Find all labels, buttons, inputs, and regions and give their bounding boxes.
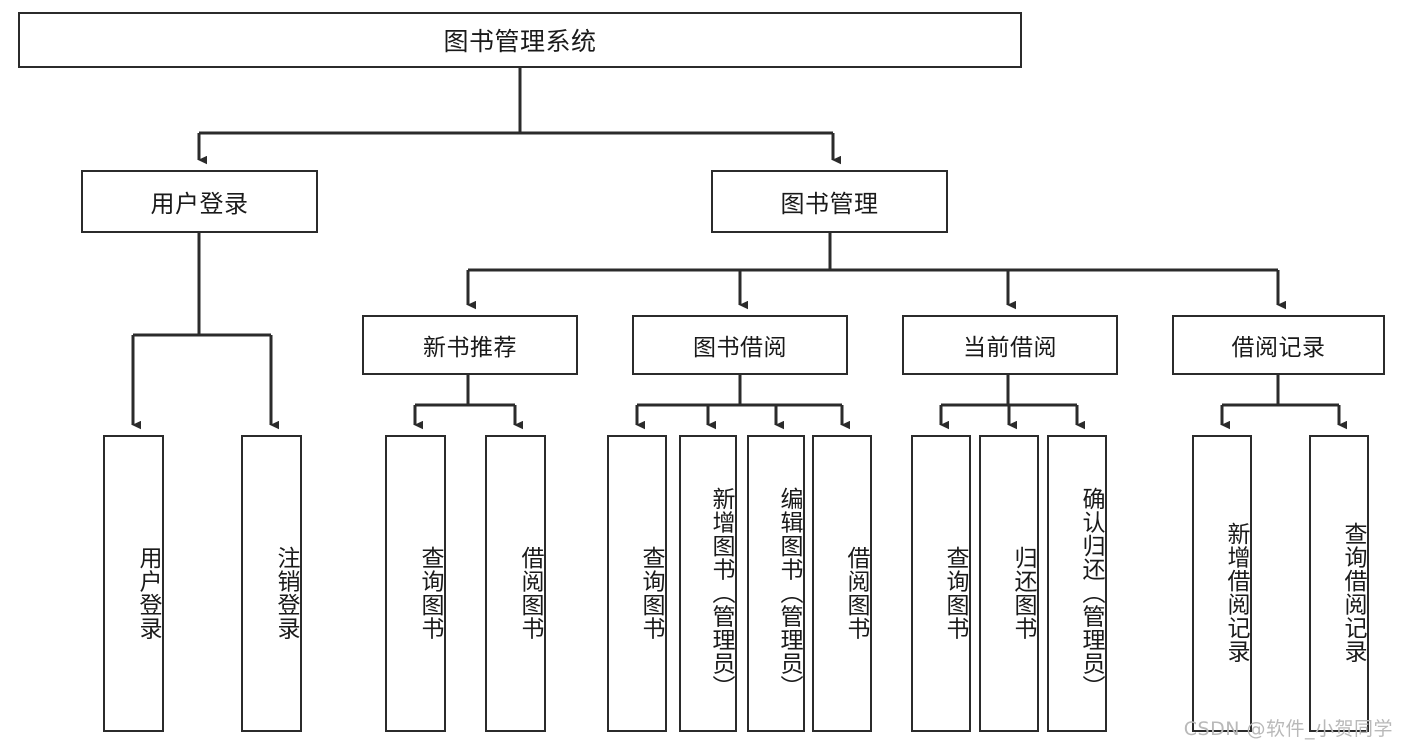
node-borrow-record[interactable]: 借阅记录: [1172, 315, 1385, 375]
node-leaf-add-borrow-record[interactable]: 新增借阅记录: [1192, 435, 1252, 732]
node-leaf-return-book[interactable]: 归还图书: [979, 435, 1039, 732]
node-book-manage[interactable]: 图书管理: [711, 170, 948, 233]
node-new-book-recommend[interactable]: 新书推荐: [362, 315, 578, 375]
node-leaf-query-borrow-record[interactable]: 查询借阅记录: [1309, 435, 1369, 732]
node-leaf-logout-login[interactable]: 注销登录: [241, 435, 302, 732]
node-leaf-borrow-book-borrow[interactable]: 借阅图书: [812, 435, 872, 732]
node-leaf-query-book-current[interactable]: 查询图书: [911, 435, 971, 732]
node-leaf-confirm-return-admin[interactable]: 确认归还（管理员）: [1047, 435, 1107, 732]
node-leaf-user-login[interactable]: 用户登录: [103, 435, 164, 732]
node-leaf-add-book-admin[interactable]: 新增图书（管理员）: [679, 435, 737, 732]
node-leaf-edit-book-admin[interactable]: 编辑图书（管理员）: [747, 435, 805, 732]
node-leaf-query-book-borrow[interactable]: 查询图书: [607, 435, 667, 732]
node-book-borrow[interactable]: 图书借阅: [632, 315, 848, 375]
node-current-borrow[interactable]: 当前借阅: [902, 315, 1118, 375]
node-root-system[interactable]: 图书管理系统: [18, 12, 1022, 68]
node-leaf-query-book-recommend[interactable]: 查询图书: [385, 435, 446, 732]
node-user-login[interactable]: 用户登录: [81, 170, 318, 233]
watermark-text: CSDN @软件_小贺同学: [1183, 718, 1393, 740]
node-leaf-borrow-book-recommend[interactable]: 借阅图书: [485, 435, 546, 732]
